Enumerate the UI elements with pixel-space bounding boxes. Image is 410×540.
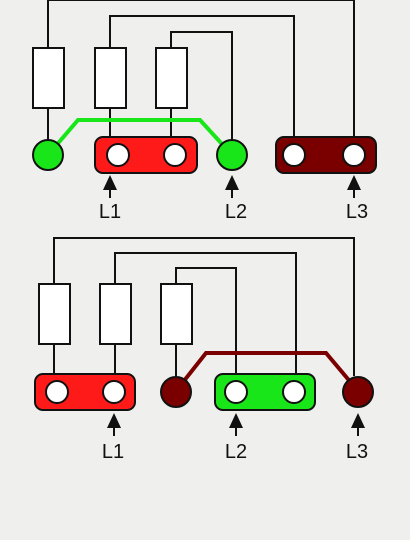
resistor-2-top xyxy=(94,47,127,109)
arrow-l1-top xyxy=(103,175,117,198)
label-l3-bottom: L3 xyxy=(346,441,368,463)
terminal-hole-4-top xyxy=(342,143,366,167)
terminal-hole-3-bottom xyxy=(224,380,248,404)
label-l3-top: L3 xyxy=(346,201,368,223)
terminal-hole-1-top xyxy=(106,143,130,167)
terminal-left-bottom xyxy=(160,376,192,408)
arrow-l1-bottom xyxy=(107,413,121,436)
wire-a-top xyxy=(47,0,355,140)
label-l2-top: L2 xyxy=(225,201,247,223)
terminal-right-top xyxy=(216,139,248,171)
link-top xyxy=(46,118,234,157)
arrow-l3-bottom xyxy=(351,413,365,436)
terminal-hole-4-bottom xyxy=(282,380,306,404)
label-l1-bottom: L1 xyxy=(102,441,124,463)
wire-c-bottom xyxy=(175,267,237,376)
diagram-top: L1 L2 L3 xyxy=(32,0,377,223)
resistor-2-bottom xyxy=(99,283,132,345)
label-l1-top: L1 xyxy=(99,201,121,223)
terminal-left-top xyxy=(32,139,64,171)
diagram-bottom: L1 L2 L3 xyxy=(34,237,374,463)
resistor-3-top xyxy=(155,47,188,109)
resistor-1-bottom xyxy=(38,283,71,345)
resistor-1-top xyxy=(32,47,65,109)
wire-c-top xyxy=(170,31,233,140)
resistor-3-bottom xyxy=(160,283,193,345)
terminal-hole-2-top xyxy=(163,143,187,167)
arrow-l3-top xyxy=(347,175,361,198)
wire-a-bottom xyxy=(53,237,355,376)
terminal-right-bottom xyxy=(342,376,374,408)
wire-b-top xyxy=(109,15,295,140)
terminal-hole-1-bottom xyxy=(45,380,69,404)
terminal-hole-3-top xyxy=(282,143,306,167)
link-bottom xyxy=(174,351,360,393)
arrow-l2-bottom xyxy=(229,413,243,436)
arrow-l2-top xyxy=(225,175,239,198)
wire-b-bottom xyxy=(114,252,297,376)
terminal-hole-2-bottom xyxy=(102,380,126,404)
label-l2-bottom: L2 xyxy=(225,441,247,463)
